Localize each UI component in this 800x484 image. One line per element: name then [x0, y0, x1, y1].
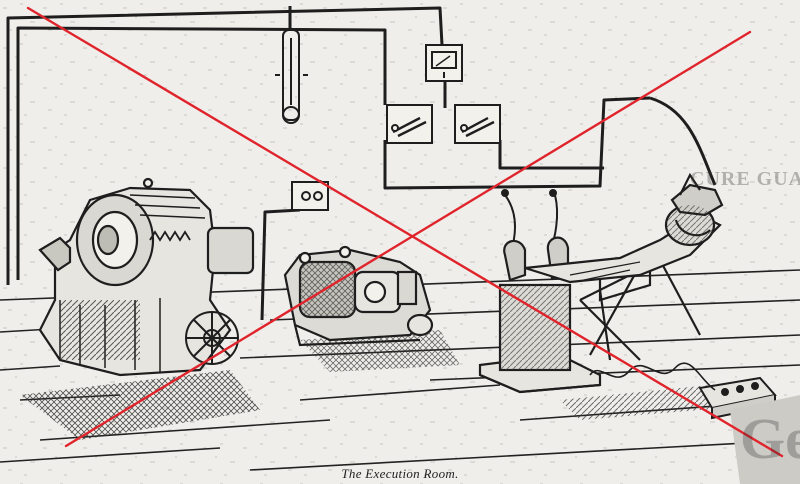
electric-motor-icon — [283, 245, 434, 347]
pulley-wheel — [185, 311, 239, 365]
illustration-caption: The Execution Room. — [341, 466, 459, 481]
page-edge-blot — [730, 395, 800, 484]
floor-electrode-box — [698, 376, 777, 420]
wall-gauge-icon — [275, 29, 308, 124]
voltmeter-icon — [425, 44, 463, 82]
knife-switch-left — [386, 104, 433, 144]
knife-switch-right — [454, 104, 501, 144]
electric-chair-icon — [478, 172, 724, 394]
floor-cable — [589, 362, 716, 391]
bleed-through-fragment: Ge — [740, 406, 800, 471]
wall-switch-box — [291, 181, 329, 211]
circuit-wires — [6, 6, 717, 321]
red-cross-out-mark — [26, 6, 784, 458]
generator-dynamo-icon — [38, 177, 255, 377]
bleed-through-text: CURE GUARANTEED — [690, 168, 800, 190]
